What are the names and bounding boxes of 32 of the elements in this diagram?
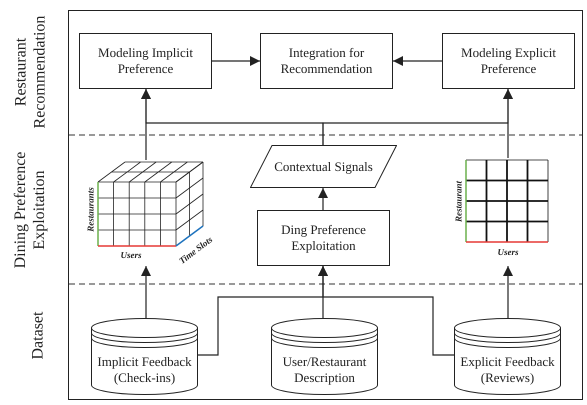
axis-label: Users (119, 250, 142, 261)
database-cylinder (271, 318, 378, 395)
node-text: Contextual Signals (274, 158, 373, 174)
arrow (503, 89, 513, 158)
node-text: User/Restaurant Description (282, 354, 368, 386)
process-box (442, 33, 575, 89)
axis-label: Users (496, 247, 520, 258)
arrow (141, 266, 151, 318)
node-text: Implicit Feedback (Check-ins) (96, 354, 193, 386)
section-label: Dining Preference Exploitation (11, 150, 49, 270)
node-text: Integration for Recommendation (280, 45, 374, 77)
axis-label: Time Slots (176, 233, 216, 268)
section-label: Restaurant Recommendation (11, 14, 49, 130)
node-text: Modeling Explicit Preference (460, 45, 557, 77)
data-parallelogram (250, 145, 397, 188)
arrow (141, 89, 151, 160)
process-box (257, 210, 390, 266)
node-text: Explicit Feedback (Reviews) (459, 354, 556, 386)
axis-label: Restaurants (86, 186, 96, 234)
arrow (318, 266, 454, 356)
process-box (79, 33, 212, 89)
database-cylinder (454, 318, 561, 395)
axis-label: Restaurant (454, 180, 464, 224)
arrow (318, 188, 328, 210)
process-box (260, 33, 393, 89)
node-text: Ding Preference Exploitation (280, 222, 367, 254)
database-cylinder (91, 318, 198, 395)
arrow (212, 56, 260, 66)
node-text: Modeling Implicit Preference (97, 45, 194, 77)
section-label: Dataset (28, 310, 48, 362)
arrow (393, 56, 442, 66)
arrow (503, 266, 513, 318)
